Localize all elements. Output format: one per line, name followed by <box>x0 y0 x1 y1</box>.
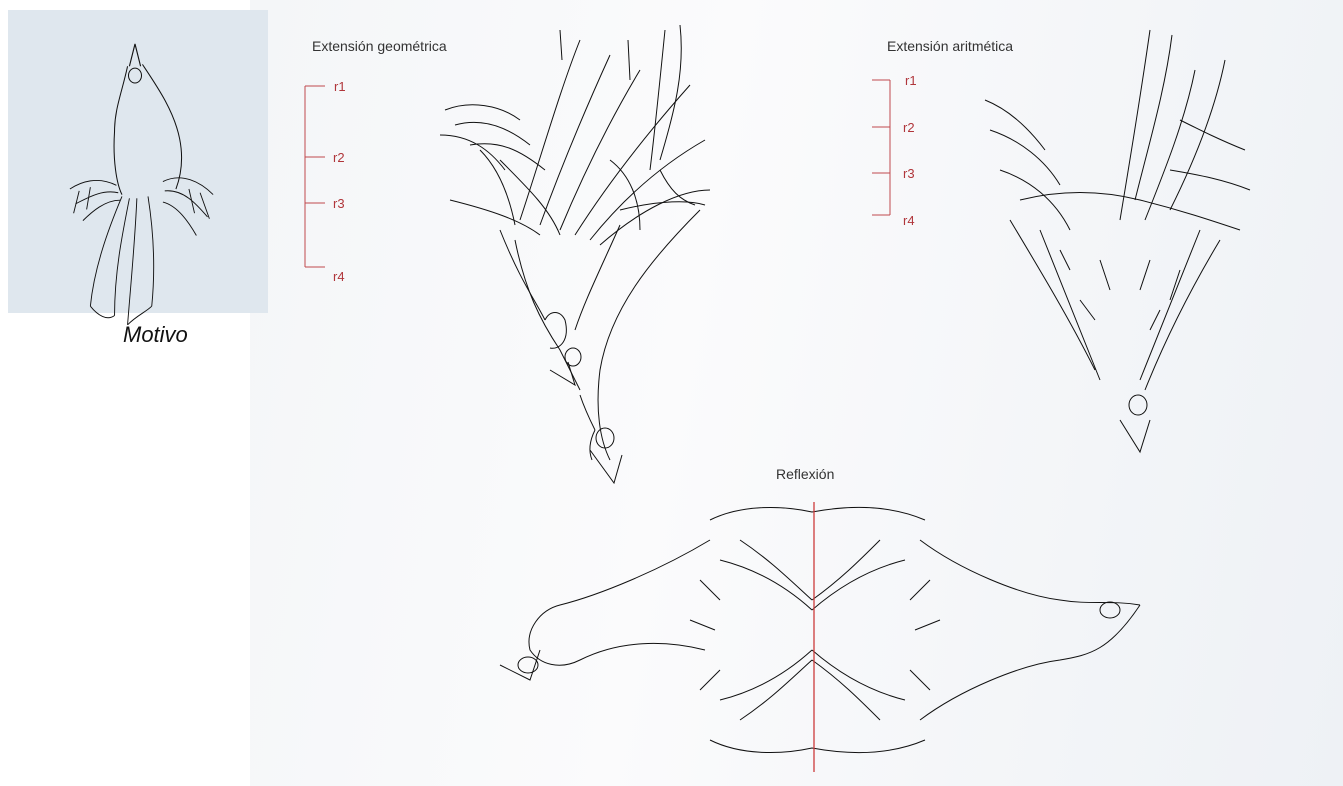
arithmetic-scale-bar <box>872 80 890 215</box>
geometric-scale-bar <box>305 86 325 267</box>
geometric-extension-drawing <box>440 25 710 483</box>
reflection-drawing <box>500 507 1140 752</box>
motif-bird-drawing <box>70 44 213 325</box>
arithmetic-extension-drawing <box>985 30 1250 452</box>
